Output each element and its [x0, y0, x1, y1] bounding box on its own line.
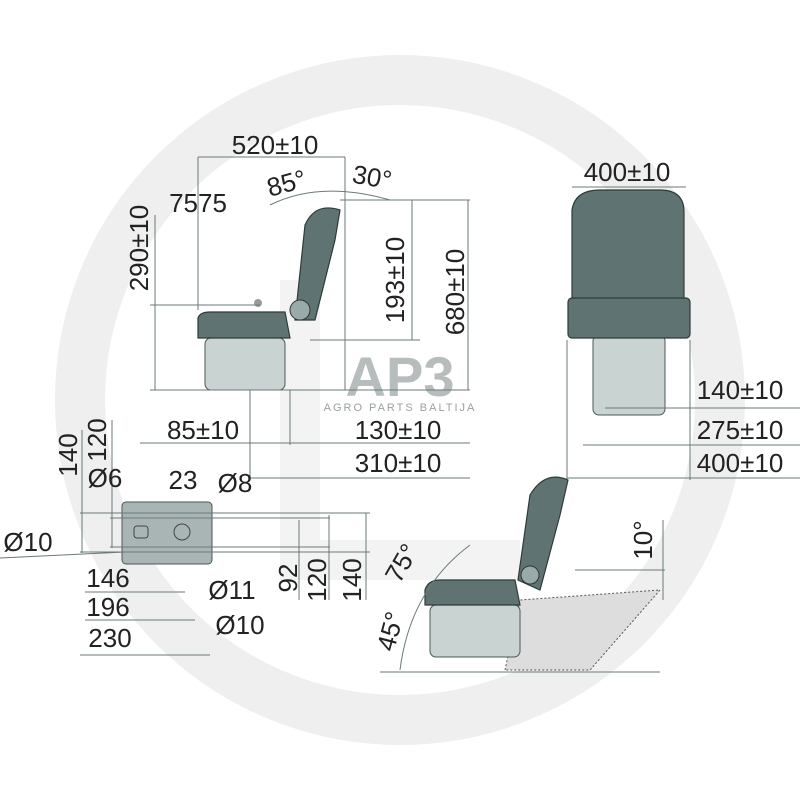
plate-d10-right-label: Ø10	[215, 610, 264, 640]
front-dim2-label: 275±10	[697, 415, 784, 445]
watermark-text: AGRO PARTS BALTIJA	[324, 402, 477, 414]
forward-label: 85±10	[167, 415, 239, 445]
total-height-label: 680±10	[440, 249, 470, 336]
offset-label: 7575	[169, 188, 227, 218]
recline-view-seat	[424, 476, 662, 671]
background-ring	[55, 55, 745, 745]
plate-h120-label: 120	[82, 418, 112, 461]
slide-label: 130±10	[355, 415, 442, 445]
base-plate-dimension-lines	[0, 420, 370, 656]
front-view-seat	[567, 189, 691, 416]
back-angle-label: 85°	[264, 163, 310, 202]
plate-d8-label: Ø8	[218, 468, 253, 498]
background-mark	[280, 280, 520, 580]
plate-w230-label: 230	[88, 623, 131, 653]
plate-v120-label: 120	[302, 558, 332, 601]
plate-w146-label: 146	[86, 563, 129, 593]
front-dim1-label: 140±10	[697, 375, 784, 405]
angle-10-label: 10°	[628, 520, 658, 559]
plate-h140-label: 140	[53, 433, 83, 476]
plate-v92-label: 92	[273, 564, 303, 593]
plate-23-label: 23	[169, 465, 198, 495]
plate-d10-left-label: Ø10	[3, 527, 52, 557]
seat-height-label: 290±10	[124, 205, 154, 292]
side-view-dimension-lines	[140, 156, 470, 480]
watermark-logo: AP3	[346, 345, 455, 408]
base-plate	[121, 501, 213, 565]
recline-dimension-lines	[380, 520, 665, 673]
plate-d6-label: Ø6	[88, 463, 123, 493]
plate-d11-label: Ø11	[208, 575, 255, 605]
front-view-dimension-lines	[566, 186, 800, 480]
depth-label: 310±10	[355, 448, 442, 478]
width-label: 520±10	[232, 130, 319, 160]
front-width-label: 400±10	[584, 157, 671, 187]
tilt-angle-label: 30°	[350, 159, 394, 195]
plate-v140-label: 140	[337, 558, 367, 601]
front-dim3-label: 400±10	[697, 448, 784, 478]
plate-w196-label: 196	[86, 592, 129, 622]
back-height-label: 193±10	[380, 237, 410, 324]
